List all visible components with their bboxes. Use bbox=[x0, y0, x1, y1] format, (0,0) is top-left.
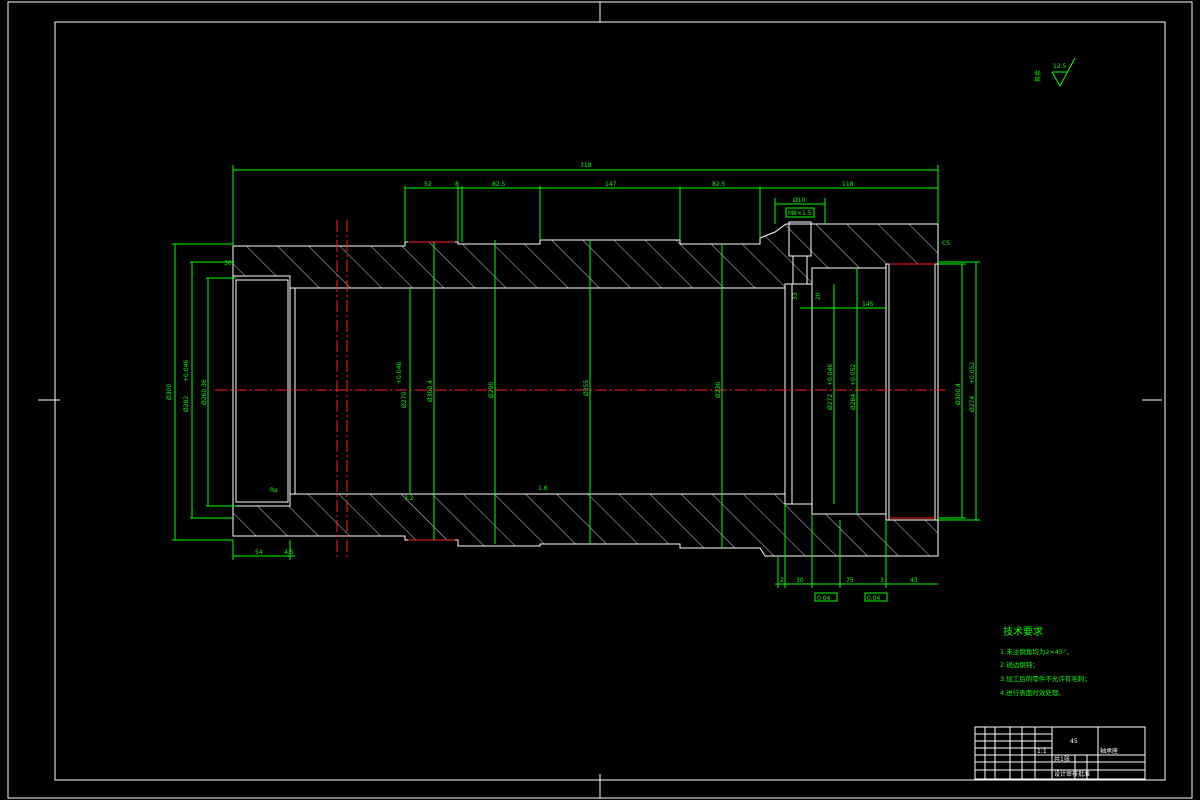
roughness-value: 12.5 bbox=[1053, 63, 1067, 70]
dim-bot-left2: 4.5 bbox=[284, 549, 294, 556]
dim-seg1: 52 bbox=[424, 181, 432, 188]
dim-left-bore1-tol: +0.046 bbox=[183, 360, 190, 382]
tech-notes: 技术要求 1.未注倒角均为2×45°， 2.锐边倒钝； 3.加工后的零件不允许有… bbox=[1000, 625, 1091, 697]
tech-item-2: 2.锐边倒钝； bbox=[1000, 660, 1039, 669]
tb-design: 设计 bbox=[1054, 770, 1066, 778]
dim-right-bore3: Ø274 bbox=[969, 396, 976, 412]
roughness-symbol: 12.5 其余 bbox=[1034, 57, 1076, 88]
tech-item-3: 3.加工后的零件不允许有毛刺； bbox=[1000, 674, 1091, 683]
dim-center: Ø255 bbox=[583, 380, 590, 396]
angle-left: 30° bbox=[224, 260, 235, 267]
dim-seg5: 82.5 bbox=[712, 181, 726, 188]
dim-right-bore3-tol: +0.052 bbox=[969, 362, 976, 384]
tb-scale: 1:1 bbox=[1037, 748, 1047, 755]
bore-right-insert bbox=[888, 263, 936, 521]
title-block: 45 轴承座 1:1 共1张 设计 审核 批准 bbox=[974, 726, 1146, 780]
tol-box2: 0.04 bbox=[867, 595, 881, 602]
dim-seg3: 82.5 bbox=[492, 181, 506, 188]
chamfer-top: C5 bbox=[942, 240, 950, 247]
tb-material: 45 bbox=[1070, 738, 1078, 745]
top-wall-section bbox=[232, 223, 939, 289]
dim-side-145: 145 bbox=[862, 301, 874, 308]
dim-seg2: 8 bbox=[455, 181, 459, 188]
tb-sheet: 共1张 bbox=[1054, 755, 1070, 763]
tb-approve: 批准 bbox=[1078, 770, 1090, 778]
dim-bot-r3: 75 bbox=[846, 577, 854, 584]
tech-title: 技术要求 bbox=[1003, 625, 1043, 638]
dim-bot-r2: 30 bbox=[796, 577, 804, 584]
tb-part-name: 轴承座 bbox=[1100, 747, 1118, 755]
ra-left: Ra bbox=[270, 487, 278, 494]
dimensions: 318 52 8 82.5 147 82.5 118 Ø10 M8×1.5 Ø3… bbox=[166, 162, 980, 602]
dim-bot-r4: 3 bbox=[880, 577, 884, 584]
tech-item-4: 4.进行表面时效处理。 bbox=[1000, 688, 1065, 697]
dim-seg4: 147 bbox=[605, 181, 617, 188]
inner-border bbox=[54, 21, 1166, 781]
dim-hole-thread: M8×1.5 bbox=[788, 210, 812, 217]
dim-mid-bore3: Ø230 bbox=[715, 382, 722, 398]
dim-hole-top: Ø10 bbox=[793, 197, 806, 204]
tol-box1: 0.04 bbox=[817, 595, 831, 602]
dim-mid-bore1-tol: +0.046 bbox=[396, 362, 403, 384]
threaded-hole bbox=[788, 221, 812, 257]
ra-right: 3.2 bbox=[404, 495, 414, 502]
part-section bbox=[215, 220, 945, 558]
dim-left-bore2: Ø260.36 bbox=[201, 379, 208, 405]
dim-bot-r5: 43 bbox=[910, 577, 918, 584]
dim-overall: 318 bbox=[580, 162, 592, 169]
dim-mid-bore1: Ø270 bbox=[401, 392, 408, 408]
dim-bot-left1: 54 bbox=[255, 549, 263, 556]
bore-left-insert bbox=[235, 279, 289, 503]
dim-bot-r1: 2 bbox=[780, 577, 784, 584]
dim-right-bore1: Ø272 bbox=[827, 394, 834, 410]
ra-mid: 1.6 bbox=[538, 485, 548, 492]
dim-side-33: 33 bbox=[792, 292, 799, 300]
dim-left-outer: Ø300 bbox=[166, 384, 173, 400]
dim-right-bore2-tol: +0.052 bbox=[850, 364, 857, 386]
dim-right-bore2: Ø284 bbox=[850, 394, 857, 410]
dim-right-outer: Ø300.4 bbox=[955, 383, 962, 405]
dim-left-bore1: Ø282 bbox=[183, 396, 190, 412]
bottom-wall-section bbox=[232, 493, 939, 557]
roughness-label: 其余 bbox=[1034, 70, 1042, 82]
dim-side-20: 20 bbox=[815, 292, 822, 300]
dim-right-bore1-tol: +0.046 bbox=[827, 364, 834, 386]
tb-check: 审核 bbox=[1066, 770, 1078, 778]
dim-mid-outer1: Ø300.4 bbox=[427, 380, 434, 402]
dim-mid-bore2: Ø290 bbox=[488, 382, 495, 398]
tech-item-1: 1.未注倒角均为2×45°， bbox=[1000, 647, 1073, 656]
dim-seg6: 118 bbox=[842, 181, 854, 188]
